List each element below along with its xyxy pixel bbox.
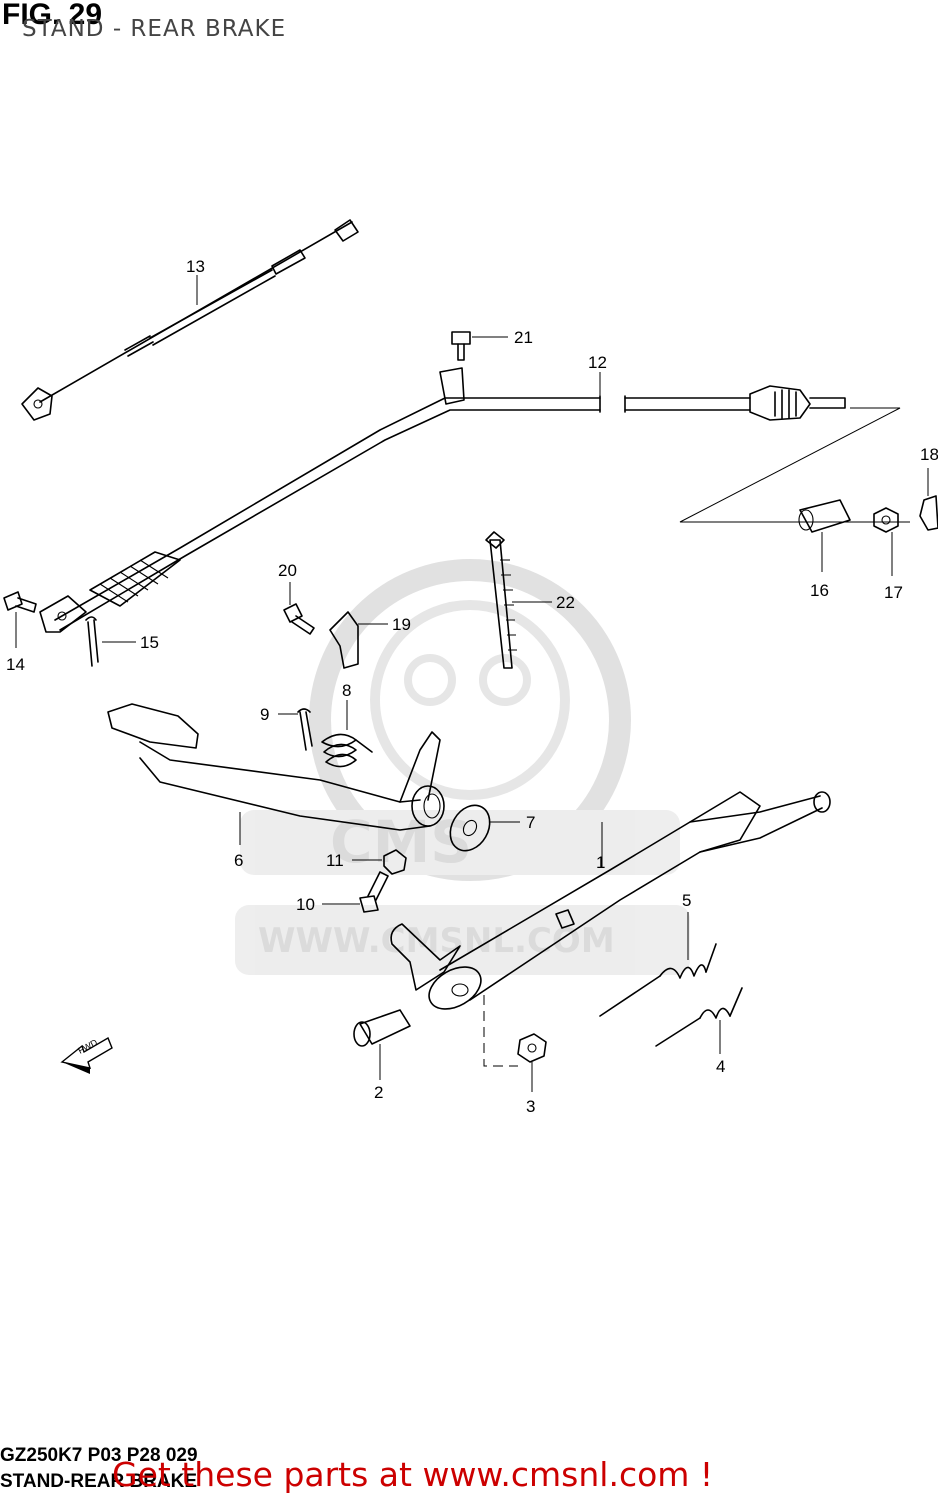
callout-14: 14 [6,655,25,674]
callout-15: 15 [140,633,159,652]
part-11-nut [352,849,407,875]
callout-3: 3 [526,1097,535,1116]
part-12-rear-brake-cable [39,367,846,633]
part-9-cotter-pin [278,708,313,751]
part-1-side-stand [390,791,831,1010]
part-22-cable-tie [485,531,552,669]
part-20-bolt [283,582,315,635]
callout-13: 13 [186,257,205,276]
callout-7: 7 [526,813,535,832]
callout-labels: 1 2 3 4 5 6 7 8 9 10 11 12 13 14 15 16 1… [6,257,938,1116]
callout-16: 16 [810,581,829,600]
forward-direction-arrow: FWD [60,1036,113,1074]
callout-4: 4 [716,1057,725,1076]
parts-16-18-group-outline [679,407,910,523]
diagram-caption: STAND-REAR BRAKE [0,1471,198,1492]
cmsnl-watermark: CMS WWW.CMSNL.COM [235,559,690,975]
callout-19: 19 [392,615,411,634]
callout-2: 2 [374,1083,383,1102]
callout-22: 22 [556,593,575,612]
part-5-spring [599,912,717,1017]
part-8-return-spring [321,700,373,768]
watermark-url: WWW.CMSNL.COM [258,921,615,961]
callout-6: 6 [234,851,243,870]
callout-12: 12 [588,353,607,372]
diagram-code: GZ250K7 P03 P28 029 [0,1445,198,1466]
part-21-bolt [451,331,508,361]
part-15-cotter-pin [85,616,136,667]
watermark-brand: CMS [330,808,472,876]
part-7-washer [449,804,520,852]
callout-21: 21 [514,328,533,347]
part-19-clamp [329,611,388,669]
part-17-nut [873,507,899,576]
callout-10: 10 [296,895,315,914]
part-10-bolt [322,871,389,913]
callout-18: 18 [920,445,938,464]
callout-1: 1 [596,853,605,872]
part-2-pivot-bolt [353,1009,411,1080]
part-3-nut [483,995,547,1092]
callout-8: 8 [342,681,351,700]
promo-link[interactable]: Get these parts at www.cmsnl.com ! [112,1455,714,1494]
part-14-bolt [3,591,37,648]
callout-11: 11 [326,851,344,870]
part-4-spring [655,987,743,1054]
figure-number: FIG. 29 [2,0,103,31]
part-16-pin [798,499,851,572]
callout-17: 17 [884,583,903,602]
callout-20: 20 [278,561,297,580]
part-18-clip [919,468,938,531]
callout-5: 5 [682,891,691,910]
part-13-brake-cable [21,219,359,421]
callout-9: 9 [260,705,269,724]
figure-subtitle: STAND - REAR BRAKE [22,16,287,42]
part-6-brake-pedal [107,703,445,845]
